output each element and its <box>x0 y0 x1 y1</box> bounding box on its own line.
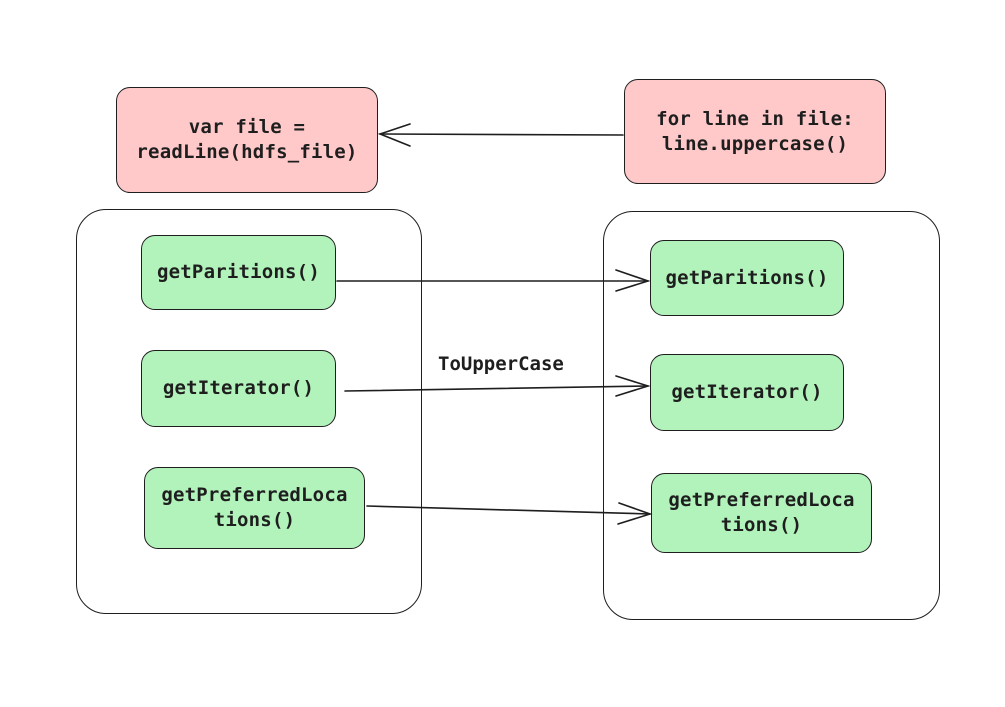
right-get-iterator-box: getIterator() <box>650 354 844 431</box>
uppercase-loop-box: for line in file: line.uppercase() <box>624 79 886 184</box>
top-arrow-head <box>377 123 411 147</box>
right-get-partitions-box: getParitions() <box>650 240 844 316</box>
left-get-iterator-box: getIterator() <box>141 350 336 427</box>
left-get-preferred-locations-box: getPreferredLoca tions() <box>144 467 365 549</box>
right-get-preferred-locations-box: getPreferredLoca tions() <box>651 473 872 553</box>
top-arrow <box>379 133 624 136</box>
left-get-partitions-box: getParitions() <box>141 235 336 310</box>
read-file-box: var file = readLine(hdfs_file) <box>116 87 378 193</box>
to-upper-case-label: ToUpperCase <box>438 353 564 375</box>
